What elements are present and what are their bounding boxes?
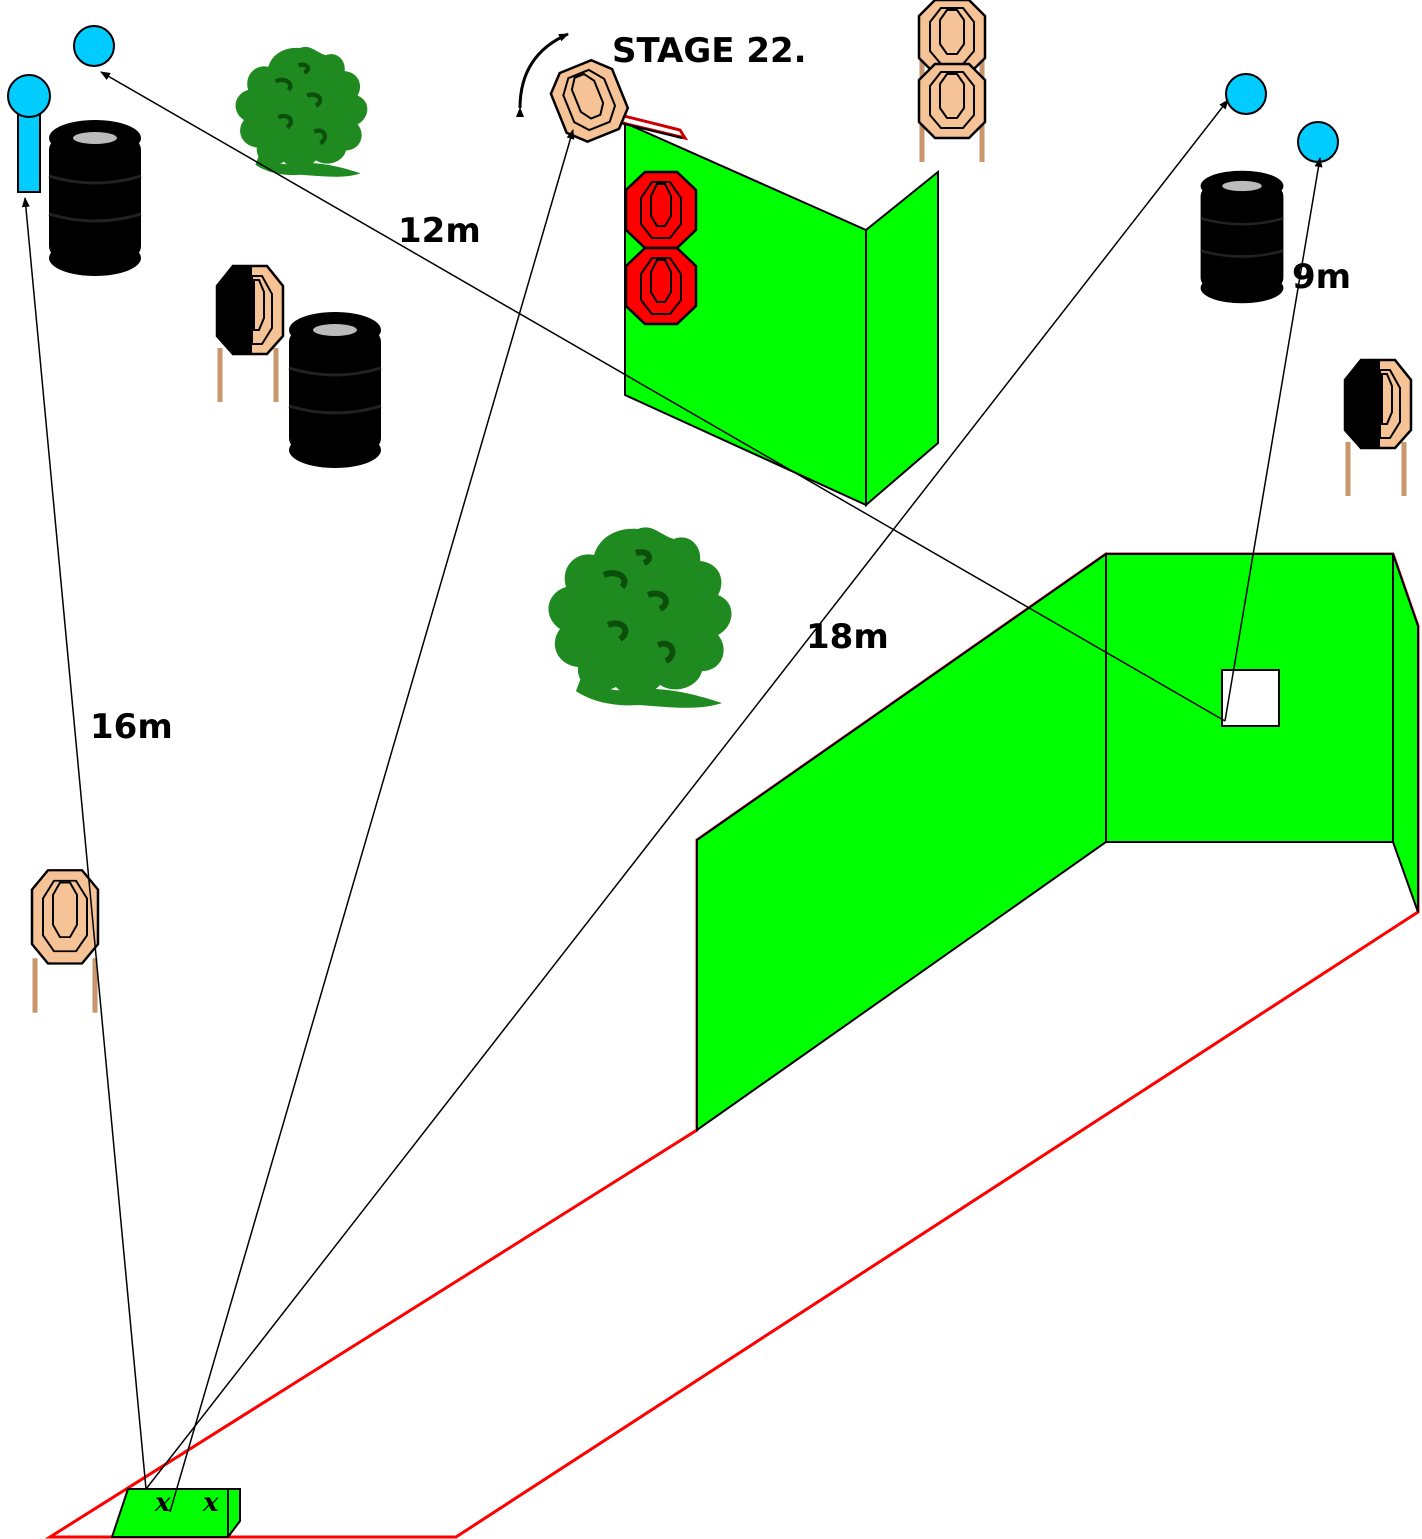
barrel-stack-icon [287,310,383,470]
red-popper-icon [624,246,698,326]
distance-line [100,71,1226,722]
distance-line [145,99,1229,1490]
distance-label-12m: 12m [398,211,481,251]
steel-popper-icon [7,74,51,193]
distance-line [169,129,575,1513]
stage-title: STAGE 22. [612,31,807,71]
distance-line [21,197,147,1490]
start-mark-2: x [202,1488,219,1518]
no-shoot-target-icon [217,266,283,402]
green-wall-left [696,552,1107,1132]
barrel-stack-icon [47,118,143,278]
green-wall-right-return [1392,553,1419,913]
start-mark-1: x [154,1488,171,1518]
distance-line [1224,157,1323,722]
paper-target-icon [917,62,987,140]
distance-label-9m: 9m [1292,257,1351,297]
steel-plate-icon [1225,73,1267,115]
red-popper-icon [624,170,698,250]
port-window [1221,669,1280,727]
tree-icon [236,47,368,177]
green-wall-top-right [865,169,939,508]
paper-target-icon [32,870,98,1013]
start-box [110,1488,241,1538]
swing-arrow-icon [515,32,569,118]
steel-plate-icon [73,25,115,67]
distance-label-18m: 18m [806,617,889,657]
tree-icon [549,527,732,707]
swinging-target-icon [543,53,689,149]
steel-plate-icon [1297,121,1339,163]
barrel-stack-icon [1199,169,1285,305]
no-shoot-target-icon [1345,360,1411,496]
paper-target-stacked [917,0,987,162]
distance-label-16m: 16m [90,707,173,747]
